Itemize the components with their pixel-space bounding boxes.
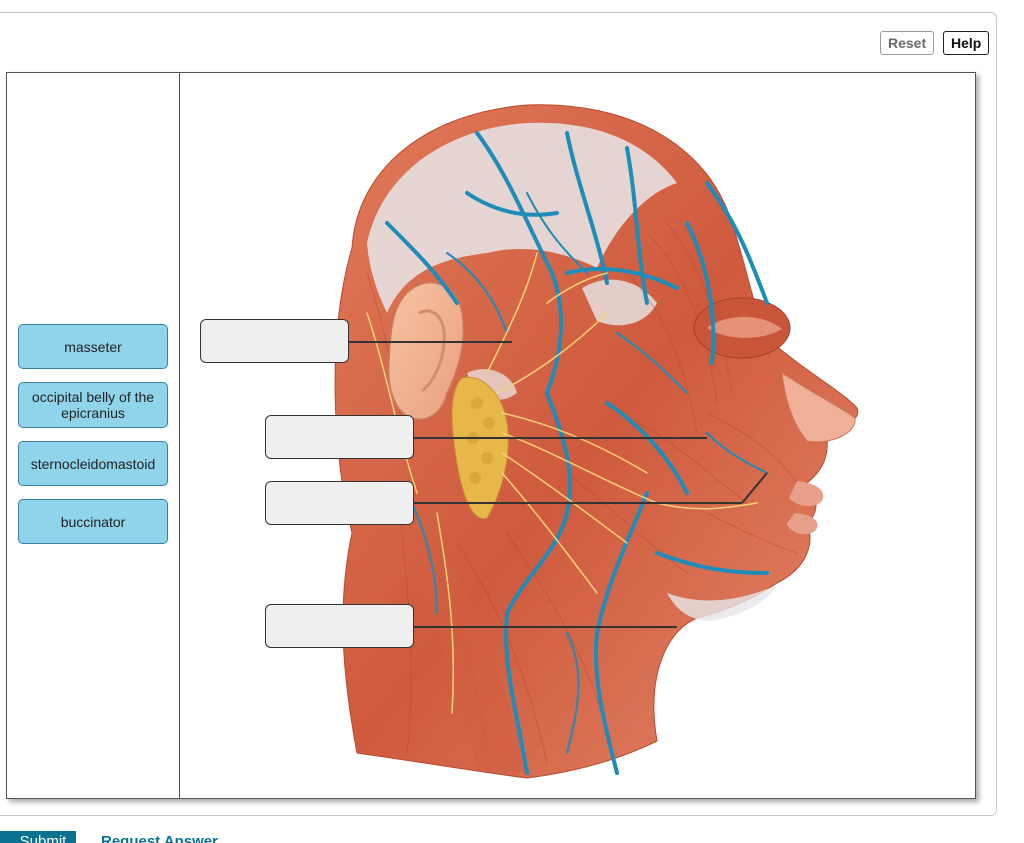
- label-chip-occipital-belly[interactable]: occipital belly of the epicranius: [18, 382, 168, 428]
- drop-target-3[interactable]: [265, 481, 414, 525]
- submit-button[interactable]: Submit: [0, 831, 76, 843]
- panel-divider: [179, 73, 180, 798]
- drop-target-2[interactable]: [265, 415, 414, 459]
- labeling-workspace: masseter occipital belly of the epicrani…: [6, 72, 976, 799]
- skull-fascia: [367, 122, 677, 313]
- head-anatomy-illustration: [334, 104, 859, 779]
- request-answer-link[interactable]: Request Answer: [101, 833, 218, 843]
- drop-target-1[interactable]: [200, 319, 349, 363]
- help-button[interactable]: Help: [943, 31, 990, 55]
- ear: [388, 282, 465, 420]
- label-chip-sternocleidomastoid[interactable]: sternocleidomastoid: [18, 441, 168, 486]
- label-chip-masseter[interactable]: masseter: [18, 324, 168, 369]
- label-chip-buccinator[interactable]: buccinator: [18, 499, 168, 544]
- nose: [781, 371, 856, 443]
- reset-button[interactable]: Reset: [880, 31, 935, 55]
- problem-frame: [0, 12, 997, 816]
- drop-target-4[interactable]: [265, 604, 414, 648]
- parotid-gland: [451, 376, 509, 519]
- lips: [789, 481, 824, 507]
